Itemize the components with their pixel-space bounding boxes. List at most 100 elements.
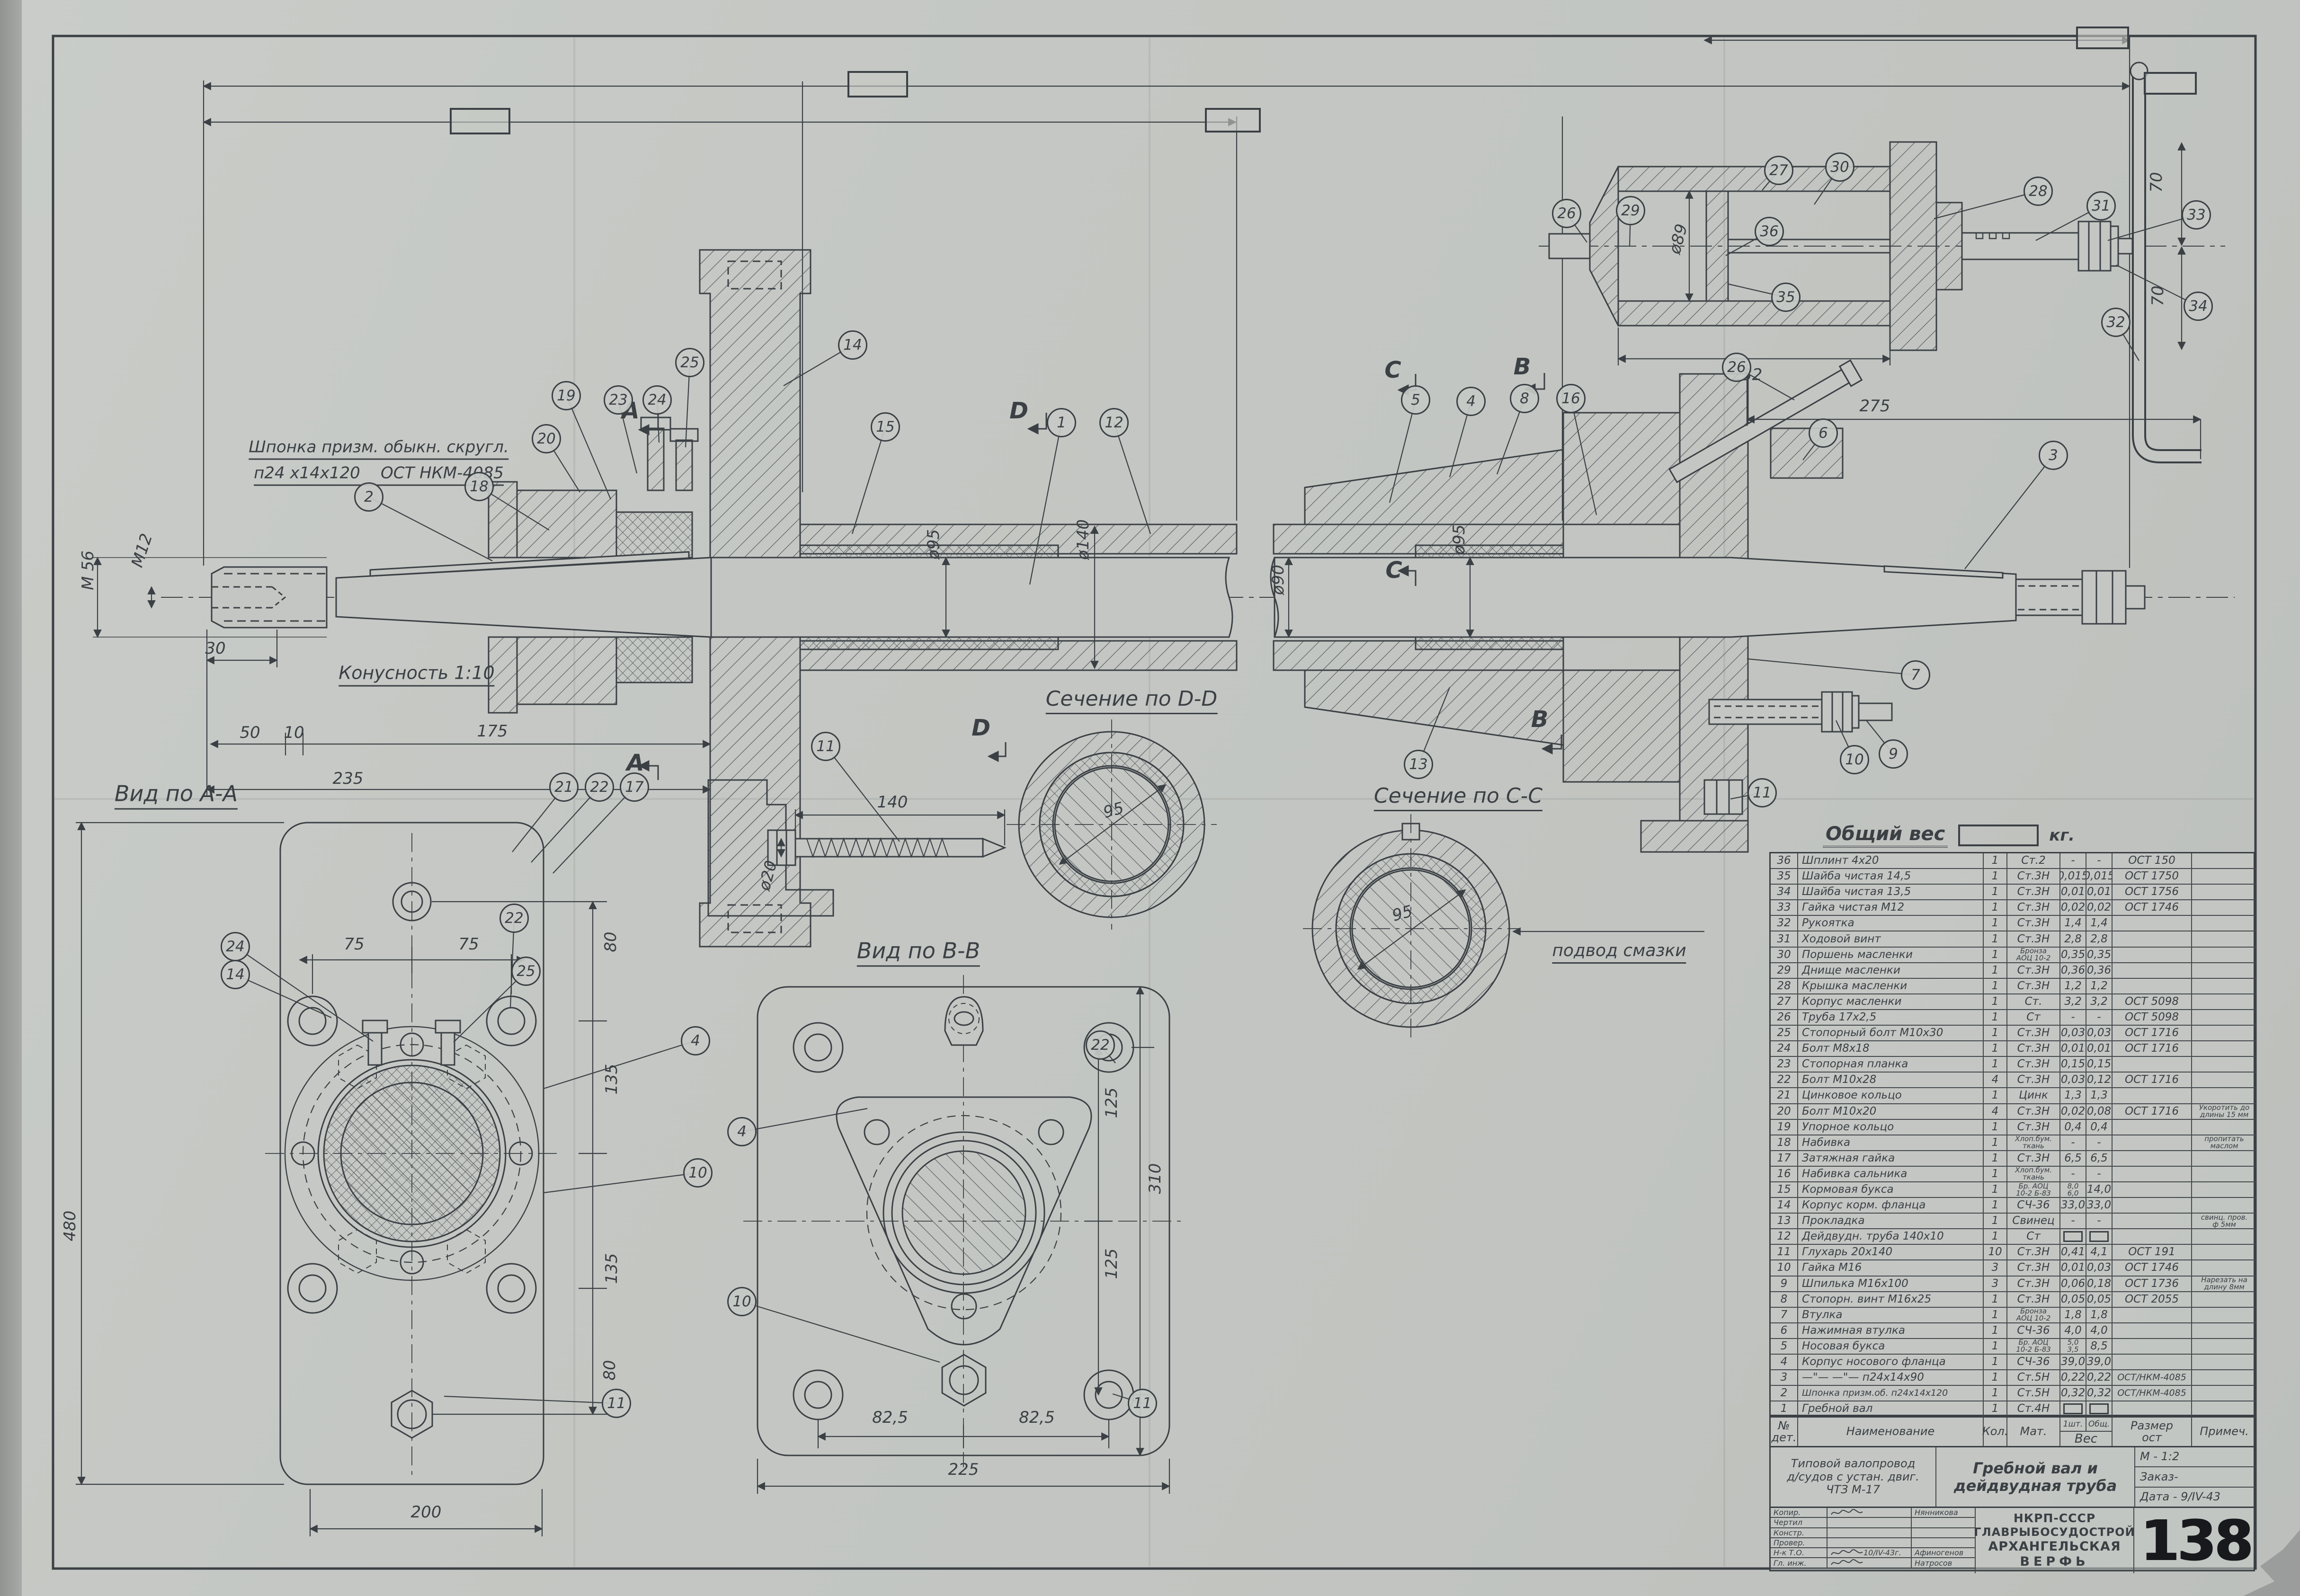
part-30-mat: Бронза АОЦ 10-2: [2007, 947, 2060, 963]
dimension-label: ø90: [1269, 564, 1288, 595]
part-33-w1: 0,02: [2060, 900, 2086, 916]
dimension-label: 135: [602, 1064, 621, 1095]
org-line-1: НКРП-СССР: [2013, 1511, 2096, 1525]
taper-note: Конусность 1:10: [339, 663, 495, 687]
balloon-11: 11: [1747, 778, 1777, 807]
part-6-name: Нажимная втулка: [1798, 1323, 1984, 1339]
part-1-mat: Ст.4Н: [2007, 1401, 2060, 1418]
part-17-qty: 1: [1984, 1151, 2007, 1167]
part-3-size: ОСТ/НКМ-4085: [2113, 1370, 2192, 1386]
part-21-wt: 1,3: [2086, 1088, 2113, 1104]
part-30-num: 30: [1771, 947, 1798, 963]
part-9-note: Нарезать на длину 8мм: [2192, 1277, 2256, 1292]
part-21-qty: 1: [1984, 1088, 2007, 1104]
part-22-w1: 0,03: [2060, 1073, 2086, 1089]
dimension-label: 200: [410, 1503, 442, 1522]
part-11-wt: 4,1: [2086, 1245, 2113, 1261]
part-33-mat: Ст.3Н: [2007, 900, 2060, 916]
part-16-w1: -: [2060, 1166, 2086, 1182]
part-4-w1: 39,0: [2060, 1355, 2086, 1371]
keyway-note-line2: п24 х14х120 ОСТ НКМ-4085: [254, 464, 504, 486]
part-14-num: 14: [1771, 1198, 1798, 1214]
part-20-wt: 0,08: [2086, 1104, 2113, 1120]
part-24-w1: 0,01: [2060, 1041, 2086, 1057]
part-27-num: 27: [1771, 994, 1798, 1010]
balloon-19: 19: [552, 381, 581, 410]
drawing-date: Дата - 9/IV-43: [2140, 1490, 2221, 1504]
part-11-name: Глухарь 20х140: [1798, 1245, 1984, 1261]
part-6-w1: 4,0: [2060, 1323, 2086, 1339]
left-view-dimensions: [93, 525, 1474, 797]
part-27-mat: Ст.: [2007, 994, 2060, 1010]
role-signature: [1828, 1538, 1912, 1549]
part-18-size: [2113, 1135, 2192, 1151]
balloon-25: 25: [675, 348, 704, 377]
role-signature: [1828, 1518, 1912, 1528]
balloon-10: 10: [683, 1158, 713, 1188]
balloon-22: 22: [1086, 1030, 1115, 1060]
balloon-36: 36: [1755, 217, 1784, 246]
part-23-name: Стопорная планка: [1798, 1057, 1984, 1073]
part-31-qty: 1: [1984, 931, 2007, 948]
part-7-size: [2113, 1307, 2192, 1323]
role-name: Нянникова: [1912, 1508, 1976, 1518]
overall-dimension-lines: [203, 35, 2131, 568]
part-20-note: Укоротить до длины 15 мм: [2192, 1104, 2256, 1120]
part-28-qty: 1: [1984, 978, 2007, 994]
part-30-note: [2192, 948, 2256, 963]
part-13-note: свинц. пров. ф 5мм: [2192, 1214, 2256, 1230]
role-name: Натросов: [1912, 1558, 1976, 1569]
part-12-mat: Ст: [2007, 1229, 2060, 1245]
drawing-number-stamp: 138: [2140, 1508, 2253, 1573]
role-label: Провер.: [1771, 1538, 1828, 1549]
part-14-wt: 33,0: [2086, 1198, 2113, 1214]
balloon-33: 33: [2182, 200, 2211, 230]
part-23-wt: 0,15: [2086, 1057, 2113, 1073]
part-28-name: Крышка масленки: [1798, 978, 1984, 994]
part-25-num: 25: [1771, 1026, 1798, 1042]
part-4-num: 4: [1771, 1355, 1798, 1371]
balloon-22: 22: [585, 772, 614, 802]
balloon-6: 6: [1809, 418, 1838, 448]
part-15-num: 15: [1771, 1182, 1798, 1198]
view-b-b-flange: [743, 975, 1184, 1494]
header-qty: Кол.: [1982, 1418, 2008, 1446]
part-4-mat: СЧ-36: [2007, 1355, 2060, 1371]
part-12-note: [2192, 1229, 2256, 1245]
balloon-3: 3: [2039, 441, 2068, 470]
balloon-35: 35: [1771, 283, 1801, 312]
part-33-num: 33: [1771, 900, 1798, 916]
balloon-27: 27: [1764, 156, 1793, 185]
part-26-w1: -: [2060, 1010, 2086, 1026]
part-4-size: [2113, 1355, 2192, 1371]
part-15-name: Кормовая букса: [1798, 1182, 1984, 1198]
part-22-size: ОСТ 1716: [2113, 1073, 2192, 1089]
part-25-size: ОСТ 1716: [2113, 1026, 2192, 1042]
part-7-w1: 1,8: [2060, 1307, 2086, 1323]
part-30-name: Поршень масленки: [1798, 947, 1984, 963]
dimension-label: 140: [877, 793, 908, 812]
part-16-qty: 1: [1984, 1166, 2007, 1182]
part-8-wt: 0,05: [2086, 1292, 2113, 1308]
balloon-10: 10: [727, 1287, 757, 1316]
balloon-28: 28: [2024, 177, 2053, 206]
part-31-mat: Ст.3Н: [2007, 931, 2060, 948]
part-17-note: [2192, 1151, 2256, 1167]
part-7-qty: 1: [1984, 1307, 2007, 1323]
part-30-qty: 1: [1984, 947, 2007, 963]
role-label: Копир.: [1771, 1508, 1828, 1518]
part-15-wt: 14,0: [2086, 1182, 2113, 1198]
part-12-size: [2113, 1229, 2192, 1245]
dimension-label: 75: [458, 935, 479, 954]
part-5-size: [2113, 1339, 2192, 1355]
part-6-wt: 4,0: [2086, 1323, 2113, 1339]
balloon-34: 34: [2184, 292, 2213, 321]
part-9-wt: 0,18: [2086, 1276, 2113, 1292]
part-5-wt: 8,5: [2086, 1339, 2113, 1355]
part-26-wt: -: [2086, 1010, 2113, 1026]
part-20-w1: 0,02: [2060, 1104, 2086, 1120]
lag-screw-detail: [707, 779, 1007, 917]
part-13-size: [2113, 1214, 2192, 1230]
